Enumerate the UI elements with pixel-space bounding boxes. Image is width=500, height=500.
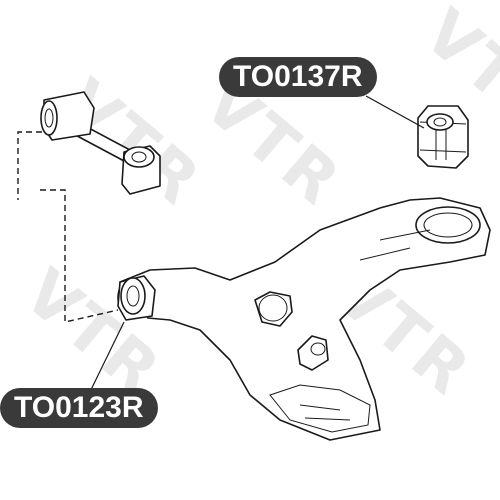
leader-line-top — [365, 95, 425, 129]
control-arm — [117, 197, 491, 441]
part-label-bushing-top: TO0137R — [219, 57, 377, 97]
dashed-guide — [17, 131, 119, 323]
bushing-top — [417, 105, 469, 169]
watermark-text: VTR — [50, 66, 216, 222]
stabilizer-link — [40, 91, 161, 195]
part-label-bushing-bottom: TO0123R — [0, 388, 158, 428]
leader-line-bottom — [85, 321, 125, 401]
